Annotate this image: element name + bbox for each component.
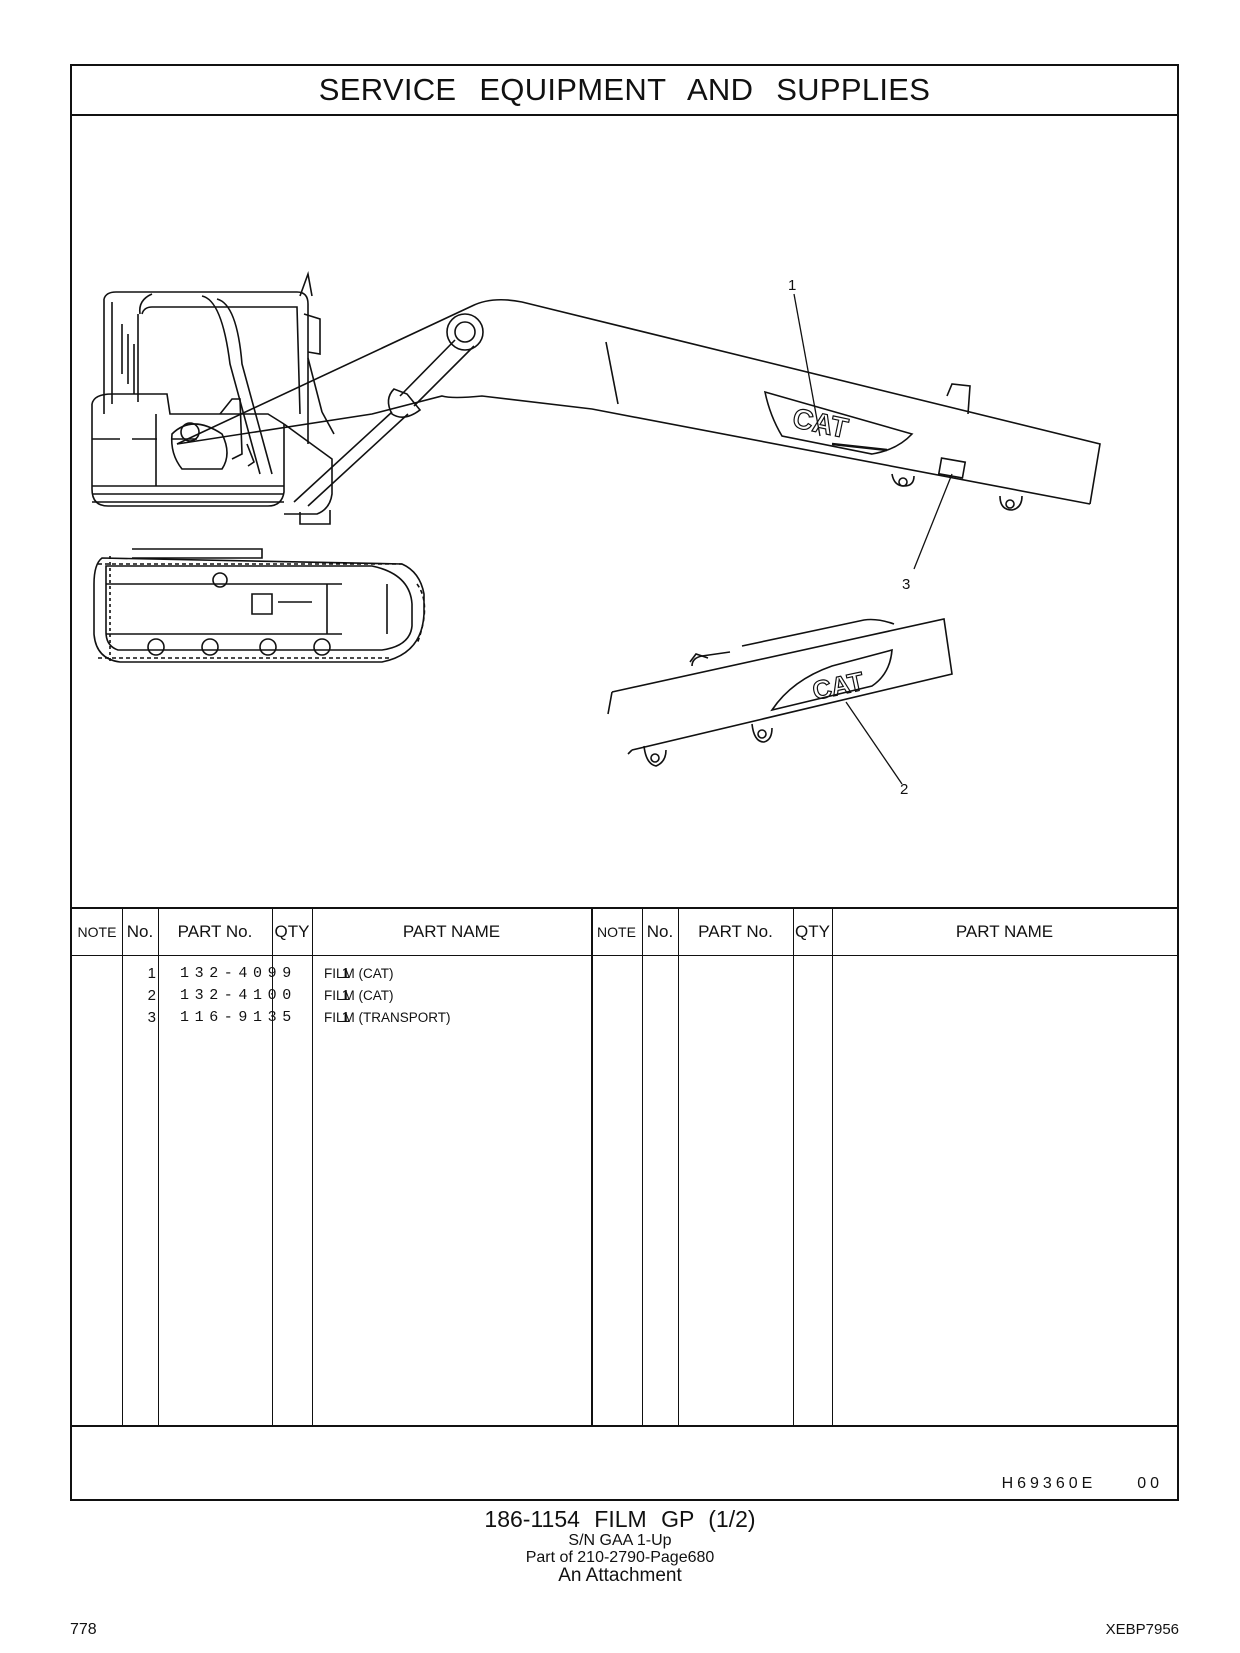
group-caption: 186-1154 FILM GP (1/2) S/N GAA 1-Up Part… <box>0 1506 1240 1585</box>
row-number: 3 <box>147 1009 156 1026</box>
document-code: XEBP7956 <box>1105 1621 1179 1638</box>
parts-table: NOTE No. PART No. QTY PART NAME NOTE No.… <box>72 907 1177 1427</box>
row-number: 1 <box>147 965 156 982</box>
page-title: SERVICE EQUIPMENT AND SUPPLIES <box>318 72 931 107</box>
group-title: 186-1154 FILM GP (1/2) <box>484 1506 756 1532</box>
header-part-name-right: PART NAME <box>955 922 1054 941</box>
callout-3: 3 <box>902 576 910 593</box>
header-part-name: PART NAME <box>402 922 501 941</box>
header-rule <box>72 955 1177 956</box>
part-name: FILM (TRANSPORT) <box>324 1010 451 1025</box>
callout-1: 1 <box>788 277 796 294</box>
header-no-right: No. <box>646 922 674 941</box>
page-number: 778 <box>70 1621 97 1638</box>
figure-code-text: H69360E <box>1001 1475 1097 1492</box>
header-part-no-right: PART No. <box>698 922 773 941</box>
part-number: 132-4100 <box>180 987 297 1004</box>
excavator-line-drawing: CAT <box>91 270 1101 798</box>
column-divider <box>832 909 833 1427</box>
header-no: No. <box>126 922 154 941</box>
column-divider <box>122 909 123 1427</box>
column-divider <box>158 909 159 1427</box>
quantity: 1 <box>341 965 350 982</box>
column-divider <box>793 909 794 1427</box>
column-divider <box>312 909 313 1427</box>
decal-text: CAT <box>790 402 851 444</box>
column-divider-center <box>591 909 593 1427</box>
part-number: 132-4099 <box>180 965 297 982</box>
figure-code: H69360E 00 <box>1002 1475 1163 1493</box>
header-note-right: NOTE <box>597 924 636 940</box>
title-bar: SERVICE EQUIPMENT AND SUPPLIES <box>72 66 1177 116</box>
table-row: 3 116-9135 1 FILM (TRANSPORT) <box>72 1007 1177 1029</box>
column-divider <box>272 909 273 1427</box>
part-name: FILM (CAT) <box>324 988 394 1003</box>
header-note: NOTE <box>77 924 117 940</box>
callout-leaders <box>793 293 953 785</box>
header-qty: QTY <box>274 922 310 941</box>
parts-page-frame: SERVICE EQUIPMENT AND SUPPLIES <box>70 64 1179 1501</box>
part-name: FILM (CAT) <box>324 966 394 981</box>
quantity: 1 <box>341 1009 350 1026</box>
table-row: 1 132-4099 1 FILM (CAT) <box>72 963 1177 985</box>
figure-revision: 00 <box>1137 1475 1163 1492</box>
boom-drawing <box>176 298 1101 511</box>
callout-2: 2 <box>900 781 908 798</box>
quantity: 1 <box>341 987 350 1004</box>
upper-body-drawing <box>91 393 333 525</box>
attachment-label: An Attachment <box>558 1565 682 1586</box>
part-of-reference: Part of 210-2790-Page680 <box>525 1549 715 1566</box>
header-qty-right: QTY <box>795 922 830 941</box>
table-row: 2 132-4100 1 FILM (CAT) <box>72 985 1177 1007</box>
part-number: 116-9135 <box>180 1009 297 1026</box>
footer-rule <box>72 1425 1177 1427</box>
boom-detail-view: CAT <box>607 618 953 767</box>
serial-range: S/N GAA 1-Up <box>568 1532 672 1549</box>
header-part-no: PART No. <box>177 922 253 941</box>
excavator-illustration: CAT <box>72 114 1177 907</box>
cat-decal-boom: CAT <box>763 390 914 455</box>
row-number: 2 <box>147 987 156 1004</box>
column-divider <box>642 909 643 1427</box>
column-divider <box>678 909 679 1427</box>
cab-drawing <box>103 270 321 475</box>
track-undercarriage <box>93 548 426 663</box>
